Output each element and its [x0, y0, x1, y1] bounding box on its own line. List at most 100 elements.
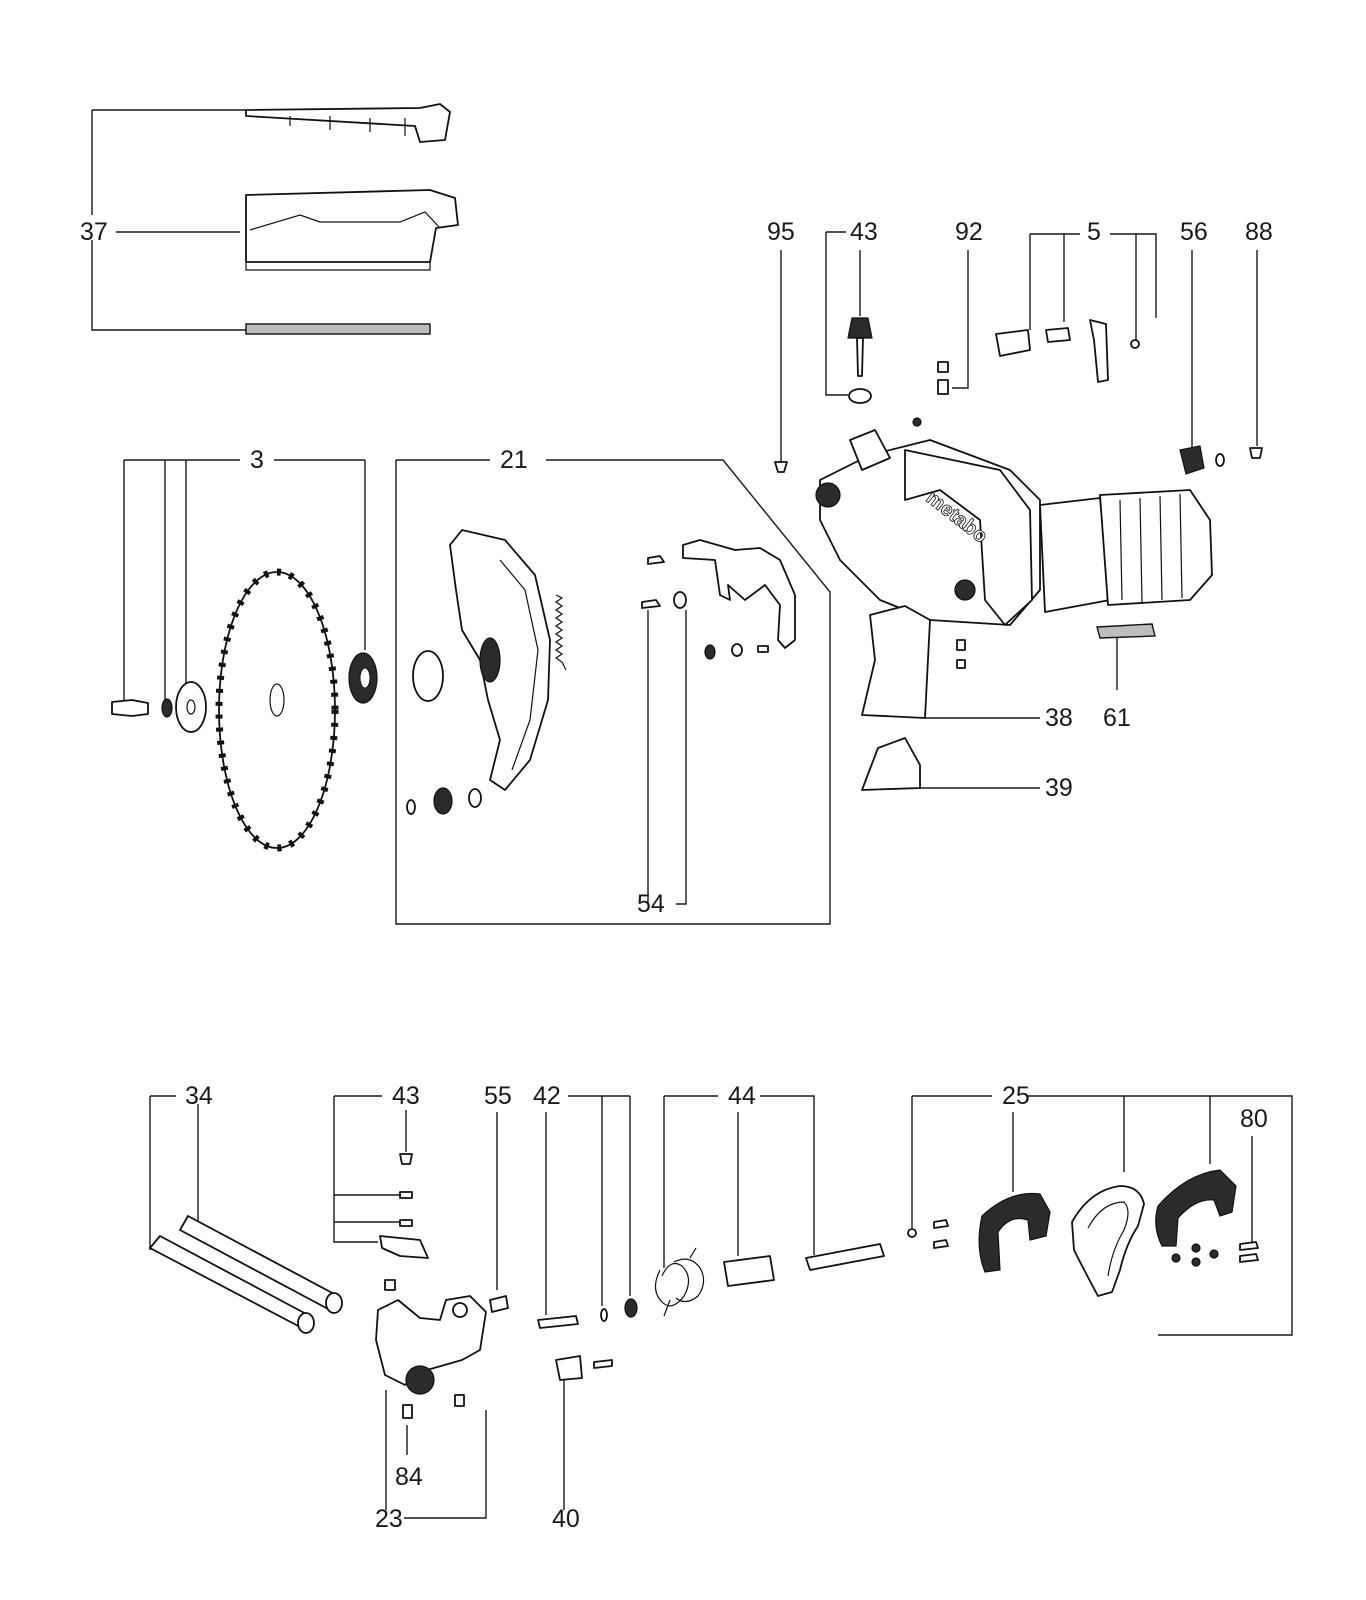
part-42-eclip	[600, 1308, 608, 1322]
part-21-washer-a	[406, 799, 416, 815]
part-21-nut-a	[704, 644, 716, 660]
callout-43-bottom: 43	[392, 1082, 420, 1110]
upper-blade-guard	[904, 449, 1033, 626]
part-21-group: 21 54	[395, 446, 831, 925]
callout-92: 92	[955, 218, 983, 246]
callout-21: 21	[500, 446, 528, 474]
leader-54	[647, 610, 687, 905]
part-55-screw	[489, 1295, 509, 1313]
part-21-guard-hub	[479, 637, 501, 683]
part-44-rod	[805, 1243, 885, 1271]
leader-43-bottom	[333, 1095, 407, 1243]
part-54-spacer	[673, 591, 687, 609]
part-3-outer-flange	[175, 681, 207, 733]
part-61-label-plate	[1096, 623, 1156, 639]
part-21-washer-b	[468, 788, 482, 808]
part-55-group: 55	[484, 1082, 512, 1313]
part-25-nut-d	[1209, 1249, 1219, 1259]
callout-88: 88	[1245, 218, 1273, 246]
leader-34	[149, 1095, 199, 1250]
part-42-group: 42	[533, 1082, 638, 1329]
part-56-knob	[1179, 445, 1205, 475]
motor-cooling-ribs	[1119, 493, 1183, 603]
part-54-screw	[641, 599, 661, 609]
part-44-torsion-spring	[654, 1247, 705, 1317]
callout-54: 54	[637, 890, 665, 918]
part-21-spring	[554, 594, 567, 671]
part-3-lock-washer	[161, 698, 173, 718]
callout-43-top: 43	[850, 218, 878, 246]
part-37-strip	[245, 323, 431, 335]
part-42-spring	[624, 1298, 638, 1318]
callout-23: 23	[375, 1505, 403, 1533]
part-34-tube-a-end	[297, 1312, 315, 1334]
leader-3	[123, 459, 366, 708]
part-38-lower-guard	[861, 605, 931, 719]
part-25-screw-a	[907, 1228, 917, 1238]
callout-56: 56	[1180, 218, 1208, 246]
part-23-knob	[405, 1365, 435, 1395]
part-43-bottom-group: 43	[333, 1082, 429, 1259]
part-21-nut-b	[731, 643, 743, 657]
part-43-knob	[847, 317, 873, 339]
part-43-shaft	[856, 337, 864, 377]
part-44-group: 44	[654, 1082, 885, 1317]
callout-25: 25	[1002, 1082, 1030, 1110]
leader-43-top	[825, 231, 861, 396]
part-25-handle-left	[978, 1192, 1051, 1273]
motor-head-group: 95 43 92 5 56 88 metabo	[767, 218, 1273, 802]
part-25-nut-a	[1171, 1253, 1181, 1263]
part-25-group: 25 80	[907, 1082, 1293, 1336]
saw-blade	[215, 568, 339, 852]
callout-34: 34	[185, 1082, 213, 1110]
part-34-group: 34	[149, 1082, 343, 1334]
part-23-group: 84 23	[375, 1279, 487, 1533]
part-43-bottom-clip	[379, 1235, 429, 1259]
part-23-pin-top	[384, 1279, 396, 1291]
guard-pin-b	[956, 659, 966, 669]
part-21-screw-a	[647, 555, 665, 565]
part-25-gasket-inner	[1087, 1201, 1129, 1277]
part-84-pin	[402, 1404, 413, 1419]
part-37-mid-profile	[245, 189, 459, 263]
part-43-bottom-pin-b	[399, 1219, 413, 1227]
callout-37: 37	[80, 218, 108, 246]
saw-blade-arbor-hole	[269, 683, 285, 717]
part-95-screw	[774, 461, 788, 473]
spindle-nut	[954, 579, 976, 601]
part-80-screw-a	[1239, 1241, 1259, 1251]
top-screw	[912, 417, 922, 427]
part-3-flange-bore	[186, 699, 196, 715]
motor-head-body: metabo	[815, 417, 1213, 626]
leader-42	[545, 1095, 631, 1315]
part-21-lever	[682, 539, 796, 649]
part-37-group: 37	[80, 103, 459, 335]
part-37-mid-detail	[245, 211, 441, 271]
leader-23	[385, 1390, 487, 1519]
callout-61: 61	[1103, 704, 1131, 732]
part-39-deflector	[861, 737, 921, 791]
part-5-bracket	[1089, 319, 1109, 383]
part-88-screw	[1249, 447, 1263, 459]
part-43-bottom-screw	[399, 1153, 413, 1165]
part-37-top-profile	[245, 103, 451, 143]
part-25-screw-b	[933, 1219, 949, 1229]
part-25-nut-c	[1191, 1257, 1201, 1267]
part-42-pin	[537, 1315, 579, 1329]
motor-housing	[1099, 489, 1213, 606]
part-92-pin-a	[937, 361, 949, 373]
part-23-bore	[452, 1302, 468, 1318]
frame-21	[395, 459, 831, 925]
dust-port	[849, 429, 891, 471]
guard-pin-a	[956, 639, 966, 651]
callout-38: 38	[1045, 704, 1073, 732]
part-80-screw-b	[1239, 1253, 1259, 1263]
leader-37	[91, 109, 246, 331]
leader-92	[952, 250, 969, 389]
part-21-bushing	[433, 787, 453, 815]
callout-5: 5	[1087, 218, 1101, 246]
part-34-tube-b-end	[325, 1292, 343, 1314]
part-43-bottom-pin-a	[399, 1191, 413, 1199]
part-23-bracket	[375, 1295, 487, 1386]
